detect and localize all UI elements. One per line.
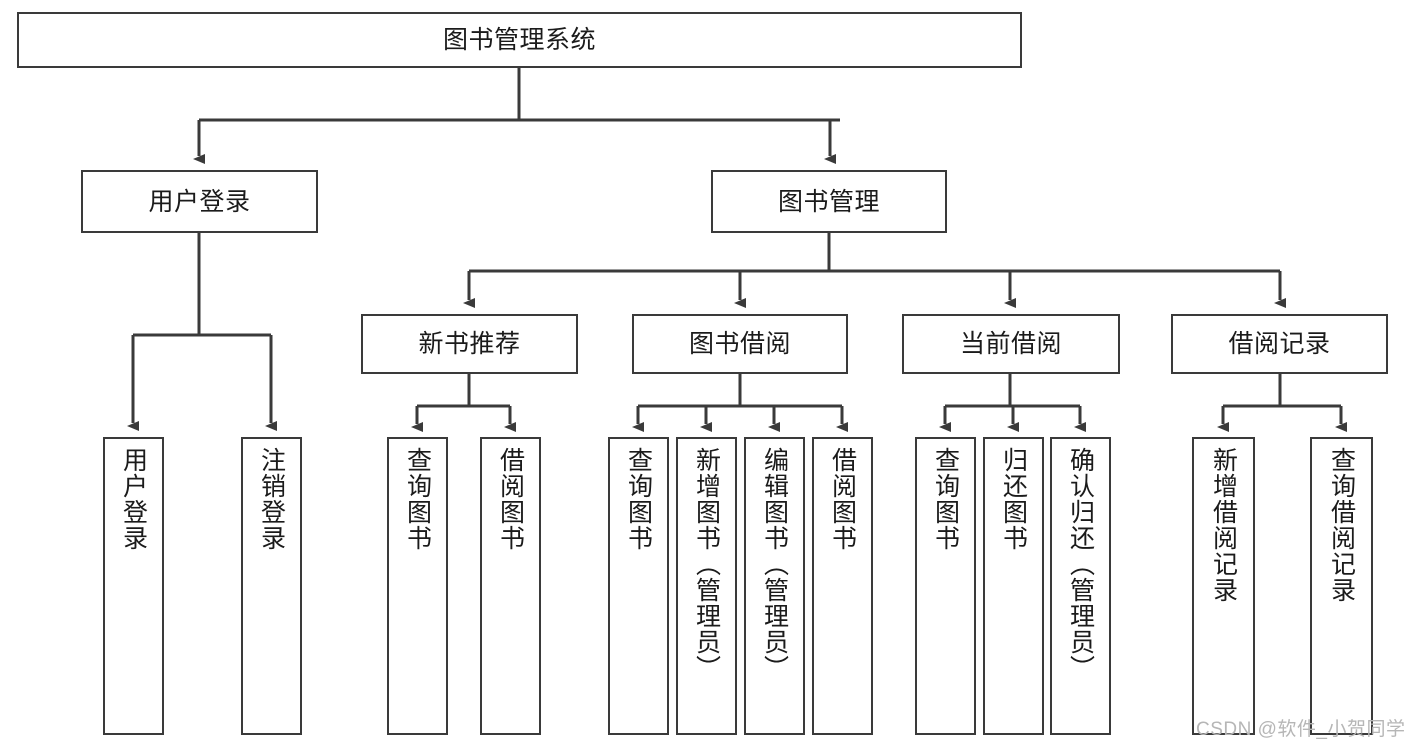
watermark: CSDN @软件_小贺同学 [1196, 719, 1405, 740]
leaf-edit-book-admin[interactable]: 编辑图书（管理员） [744, 437, 805, 735]
leaf-query-books-recommend[interactable]: 查询图书 [387, 437, 448, 735]
node-borrow-record[interactable]: 借阅记录 [1171, 314, 1388, 374]
leaf-query-borrow-record[interactable]: 查询借阅记录 [1310, 437, 1373, 735]
node-book-borrow-label: 图书借阅 [688, 330, 791, 358]
node-book-borrow[interactable]: 图书借阅 [632, 314, 848, 374]
leaf-add-book-admin[interactable]: 新增图书（管理员） [676, 437, 737, 735]
node-borrow-record-label: 借阅记录 [1228, 330, 1331, 358]
leaf-query-books-current-label: 查询图书 [931, 447, 960, 551]
leaf-borrow-books[interactable]: 借阅图书 [812, 437, 873, 735]
node-current-borrow-label: 当前借阅 [959, 330, 1062, 358]
leaf-borrow-books-label: 借阅图书 [828, 447, 857, 551]
leaf-logout-login-label: 注销登录 [257, 447, 286, 551]
leaf-logout-login[interactable]: 注销登录 [241, 437, 302, 735]
leaf-borrow-books-recommend-label: 借阅图书 [496, 447, 525, 551]
node-book-management-label: 图书管理 [777, 187, 880, 216]
leaf-confirm-return-admin[interactable]: 确认归还（管理员） [1050, 437, 1111, 735]
leaf-add-borrow-record[interactable]: 新增借阅记录 [1192, 437, 1255, 735]
node-new-book-recommend[interactable]: 新书推荐 [361, 314, 578, 374]
leaf-query-books-recommend-label: 查询图书 [403, 447, 432, 551]
node-new-book-recommend-label: 新书推荐 [418, 330, 521, 358]
leaf-confirm-return-admin-label: 确认归还（管理员） [1066, 447, 1095, 681]
leaf-return-books-label: 归还图书 [999, 447, 1028, 551]
node-user-login[interactable]: 用户登录 [81, 170, 318, 233]
leaf-query-books-current[interactable]: 查询图书 [915, 437, 976, 735]
leaf-add-book-admin-label: 新增图书（管理员） [692, 447, 721, 681]
leaf-user-login-label: 用户登录 [119, 447, 148, 551]
node-book-management[interactable]: 图书管理 [711, 170, 947, 233]
leaf-query-books-borrow-label: 查询图书 [624, 447, 653, 551]
leaf-user-login[interactable]: 用户登录 [103, 437, 164, 735]
node-root[interactable]: 图书管理系统 [17, 12, 1022, 68]
leaf-query-books-borrow[interactable]: 查询图书 [608, 437, 669, 735]
leaf-borrow-books-recommend[interactable]: 借阅图书 [480, 437, 541, 735]
leaf-query-borrow-record-label: 查询借阅记录 [1327, 447, 1356, 603]
leaf-add-borrow-record-label: 新增借阅记录 [1209, 447, 1238, 603]
node-current-borrow[interactable]: 当前借阅 [902, 314, 1120, 374]
leaf-return-books[interactable]: 归还图书 [983, 437, 1044, 735]
node-user-login-label: 用户登录 [148, 187, 251, 216]
leaf-edit-book-admin-label: 编辑图书（管理员） [760, 447, 789, 681]
node-root-label: 图书管理系统 [442, 26, 596, 54]
